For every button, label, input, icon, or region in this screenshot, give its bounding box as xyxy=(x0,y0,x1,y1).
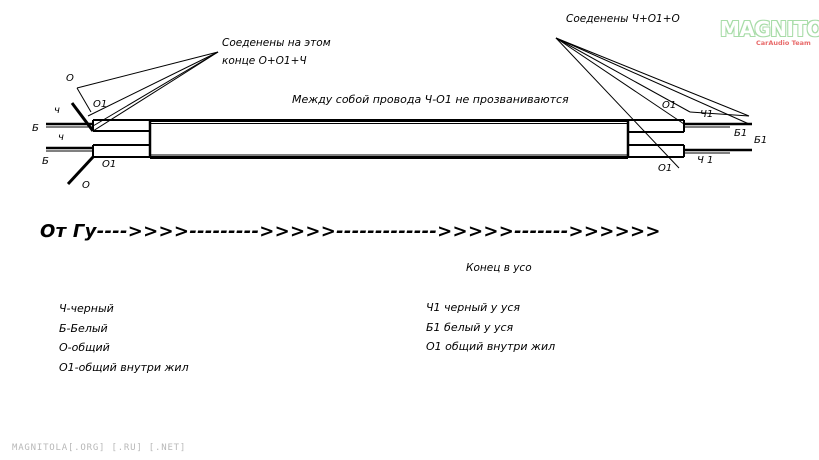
legend-right-item: Ч1 черный у уся xyxy=(426,301,520,314)
right-label-o1-bottom: О1 xyxy=(658,163,673,174)
left-label-b-top: Б xyxy=(32,123,39,134)
legend-left-item: Ч-черный xyxy=(59,302,114,315)
top-left-note-line2: конце О+О1+Ч xyxy=(222,55,307,67)
left-label-ch-mid: ч xyxy=(58,132,64,143)
top-left-note-line1: Соеденены на этом xyxy=(222,37,331,49)
top-right-note: Соеденены Ч+О1+О xyxy=(566,13,680,25)
left-label-b-bottom: Б xyxy=(42,156,49,167)
left-label-o-top: О xyxy=(66,73,74,84)
right-label-ch1-bottom: Ч 1 xyxy=(697,155,714,166)
right-label-b1-out: Б1 xyxy=(754,135,768,146)
logo-main-text: MAGNITOLA xyxy=(720,17,819,41)
footer-watermark: MAGNITOLA[.ORG] [.RU] [.NET] xyxy=(12,443,187,453)
legend-right-item: О1 общий внутри жил xyxy=(426,340,556,353)
end-label: Конец в усо xyxy=(466,262,532,274)
right-label-o1-top: О1 xyxy=(662,100,677,111)
left-label-o1-top: О1 xyxy=(93,99,108,110)
left-label-ch-top: ч xyxy=(54,105,60,116)
legend-right: Ч1 черный у уся Б1 белый у уся О1 общий … xyxy=(426,298,555,357)
direction-arrow: От Гу---->>>>--------->>>>>-------------… xyxy=(40,221,661,242)
right-label-b1-top: Б1 xyxy=(734,128,748,139)
legend-right-item: Б1 белый у уся xyxy=(426,320,514,334)
left-label-o1-bottom: О1 xyxy=(102,159,117,170)
center-note: Между собой провода Ч-О1 не прозванивают… xyxy=(292,93,569,106)
left-label-o-bottom: О xyxy=(82,180,90,191)
main-cable xyxy=(150,119,628,159)
legend-left: Ч-черный Б-Белый О-общий О1-общий внутри… xyxy=(59,299,189,377)
right-connector xyxy=(555,37,752,169)
legend-left-item: О-общий xyxy=(59,341,110,354)
legend-left-item: О1-общий внутри жил xyxy=(59,360,189,374)
magnitola-logo: MAGNITOLA CarAudio Team xyxy=(720,17,819,51)
logo-sub-text: CarAudio Team xyxy=(756,39,811,47)
legend-left-item: Б-Белый xyxy=(59,321,108,335)
right-label-ch1-top: Ч1 xyxy=(700,109,714,120)
left-connector xyxy=(46,51,219,186)
